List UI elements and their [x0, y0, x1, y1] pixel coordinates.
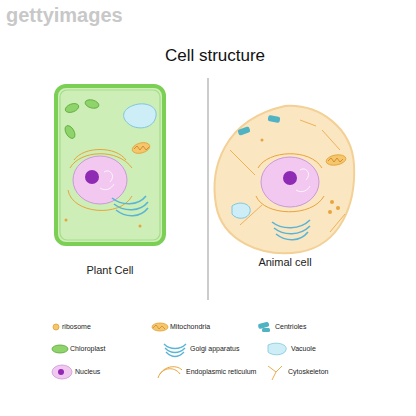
- legend-icons: [262, 328, 270, 332]
- legend-text: Cytoskeleton: [288, 368, 328, 375]
- plant-organelles: [124, 104, 157, 128]
- legend-text: Centrioles: [275, 323, 307, 330]
- legend-text: Mitochondria: [170, 323, 210, 330]
- animal-organelles: [336, 206, 340, 210]
- legend-text: Golgi apparatus: [190, 345, 239, 352]
- plant-organelles: [114, 202, 148, 210]
- animal-organelles: [268, 115, 281, 123]
- plant-organelles: [60, 90, 160, 240]
- plant-organelles: [70, 154, 132, 168]
- plant-cell-outline: [56, 86, 164, 244]
- animal-cell: Animal cell: [212, 104, 358, 256]
- animal-organelles: [261, 157, 319, 207]
- animal-organelles: [274, 226, 310, 234]
- plant-organelles: [116, 208, 148, 216]
- legend-icons: [152, 323, 168, 331]
- animal-organelles: [230, 120, 345, 232]
- plant-organelles: [134, 146, 149, 150]
- plant-organelles: [112, 196, 146, 204]
- animal-organelles: [272, 220, 310, 228]
- animal-organelles: [283, 171, 297, 185]
- cell-label: Plant Cell: [54, 264, 166, 276]
- animal-organelles: [258, 154, 322, 168]
- animal-organelles: [256, 196, 324, 212]
- plant-organelles: [139, 225, 142, 228]
- legend-icons: [153, 325, 165, 329]
- plant-organelles: [85, 170, 99, 184]
- legend-icons: [58, 369, 64, 375]
- animal-organelles: [328, 158, 343, 162]
- legend-text: Nucleus: [75, 368, 100, 375]
- animal-organelles: [230, 115, 347, 240]
- legend-icons: [52, 345, 68, 353]
- animal-organelles: [325, 153, 346, 166]
- plant-organelles: [73, 156, 127, 204]
- legend-icons: [268, 366, 282, 380]
- animal-organelles: [261, 139, 264, 142]
- plant-organelles: [74, 150, 126, 161]
- diagram-title: Cell structure: [0, 46, 416, 66]
- plant-organelles: [131, 141, 151, 155]
- plant-organelles: [63, 124, 77, 140]
- animal-cell-outline: [212, 104, 358, 256]
- legend-icons: [52, 322, 286, 380]
- plant-organelles: [60, 90, 160, 240]
- animal-organelles: [330, 200, 334, 204]
- plant-organelles: [84, 98, 100, 109]
- legend-text: Vacuole: [291, 345, 316, 352]
- plant-organelles: [64, 102, 80, 114]
- animal-organelles: [232, 203, 250, 218]
- plant-organelles: [100, 171, 114, 190]
- animal-organelles: [296, 169, 310, 192]
- cell-label: Animal cell: [212, 256, 358, 268]
- animal-organelles: [237, 126, 250, 136]
- animal-organelles: [328, 210, 332, 214]
- plant-organelles: [68, 190, 132, 210]
- animal-organelles: [276, 232, 308, 240]
- legend-icons: [158, 367, 182, 378]
- legend-icons: [258, 322, 270, 330]
- legend-text: Chloroplast: [70, 345, 105, 352]
- legend-icons: [53, 324, 59, 330]
- plant-organelles: [65, 219, 68, 222]
- watermark: gettyimages: [6, 4, 123, 27]
- animal-cell-outline: [215, 106, 355, 253]
- legend-text: ribosome: [62, 323, 91, 330]
- plant-cell-outline: [54, 84, 166, 246]
- divider-line: [208, 78, 209, 300]
- plant-cell: Plant Cell: [54, 84, 166, 246]
- legend-icons: [268, 343, 286, 355]
- legend-icons: [52, 365, 72, 379]
- legend-icons: [164, 344, 186, 357]
- legend-text: Endoplasmic reticulum: [186, 368, 256, 375]
